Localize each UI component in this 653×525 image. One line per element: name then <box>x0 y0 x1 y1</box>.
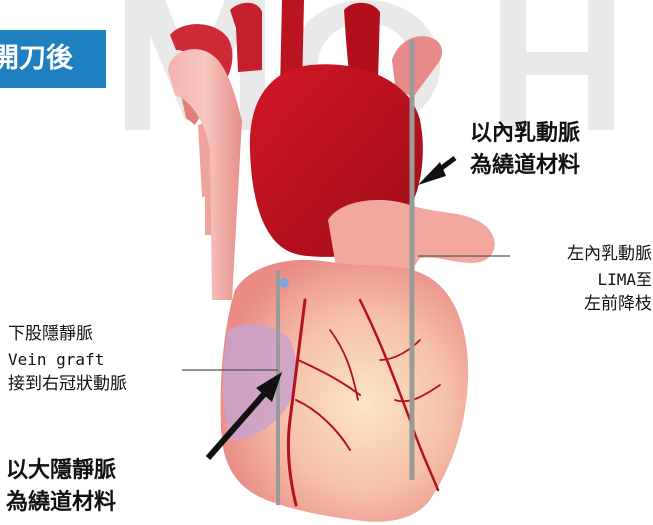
label-saphenous-bypass: 以大隱靜脈 為繞道材料 <box>6 455 116 519</box>
label-lima-graft-line3: 左前降枝 <box>532 292 652 317</box>
graft-anastomosis <box>279 278 289 288</box>
label-saphenous-bypass-line1: 以大隱靜脈 <box>6 455 116 487</box>
label-lima-graft: 左內乳動脈 LIMA至 左前降枝 <box>532 242 652 317</box>
label-vein-graft-line1: 下股隱靜脈 <box>8 322 127 347</box>
label-lima-graft-line1: 左內乳動脈 <box>532 242 652 267</box>
label-vein-graft-line3: 接到右冠狀動脈 <box>8 372 127 397</box>
label-saphenous-bypass-line2: 為繞道材料 <box>6 487 116 519</box>
label-lima-bypass-line2: 為繞道材料 <box>470 150 580 182</box>
label-vein-graft-line2: Vein graft <box>8 347 127 372</box>
title-badge: 開刀後 <box>0 30 106 88</box>
label-vein-graft: 下股隱靜脈 Vein graft 接到右冠狀動脈 <box>8 322 127 397</box>
arrow-lima <box>418 158 455 185</box>
label-lima-graft-line2: LIMA至 <box>532 267 652 292</box>
label-lima-bypass: 以內乳動脈 為繞道材料 <box>470 118 580 182</box>
label-lima-bypass-line1: 以內乳動脈 <box>470 118 580 150</box>
